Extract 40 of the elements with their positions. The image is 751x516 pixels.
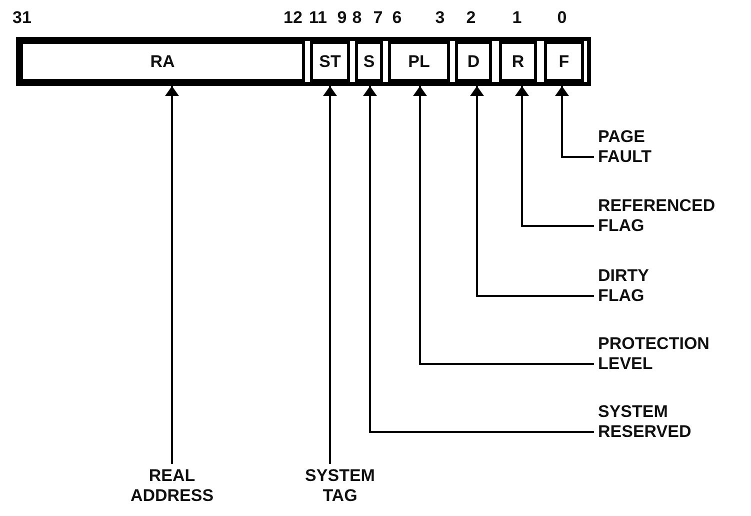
bit-number: 11: [309, 8, 327, 28]
bit-number: 8: [352, 8, 362, 28]
field-name: ST: [319, 52, 341, 72]
bit-number: 6: [392, 8, 402, 28]
bit-number: 3: [435, 8, 445, 28]
bit-field: [388, 41, 450, 82]
field-name: S: [363, 52, 375, 72]
bit-number: 31: [12, 8, 32, 28]
field-name: R: [512, 52, 524, 72]
arrow: [363, 86, 594, 433]
field-description: DIRTY FLAG: [598, 266, 649, 306]
arrow: [470, 86, 594, 297]
field-description: SYSTEM TAG: [305, 466, 375, 506]
bit-number: 12: [284, 8, 302, 28]
bit-number: 2: [466, 8, 476, 28]
bit-number: 9: [337, 8, 347, 28]
field-name: F: [558, 52, 570, 72]
arrow: [555, 86, 594, 158]
field-description: SYSTEM RESERVED: [598, 402, 692, 442]
arrow: [515, 86, 594, 227]
bit-field: [544, 41, 584, 82]
field-description: REFERENCED FLAG: [598, 196, 716, 236]
arrow: [323, 86, 337, 464]
bit-number: 0: [557, 8, 567, 28]
bit-number: 7: [373, 8, 383, 28]
field-name: RA: [150, 52, 175, 72]
bit-field: [20, 41, 305, 82]
field-description: REAL ADDRESS: [130, 466, 214, 506]
field-description: PAGE FAULT: [598, 127, 652, 167]
bit-number: 1: [512, 8, 522, 28]
field-name: D: [467, 52, 480, 72]
bit-field: [355, 41, 383, 82]
bit-field: [310, 41, 350, 82]
field-description: PROTECTION LEVEL: [598, 334, 710, 374]
bit-field: [499, 41, 537, 82]
bit-field: [455, 41, 492, 82]
arrow: [165, 86, 179, 464]
arrow: [413, 86, 594, 365]
field-name: PL: [408, 52, 430, 72]
register-box: [16, 37, 591, 86]
